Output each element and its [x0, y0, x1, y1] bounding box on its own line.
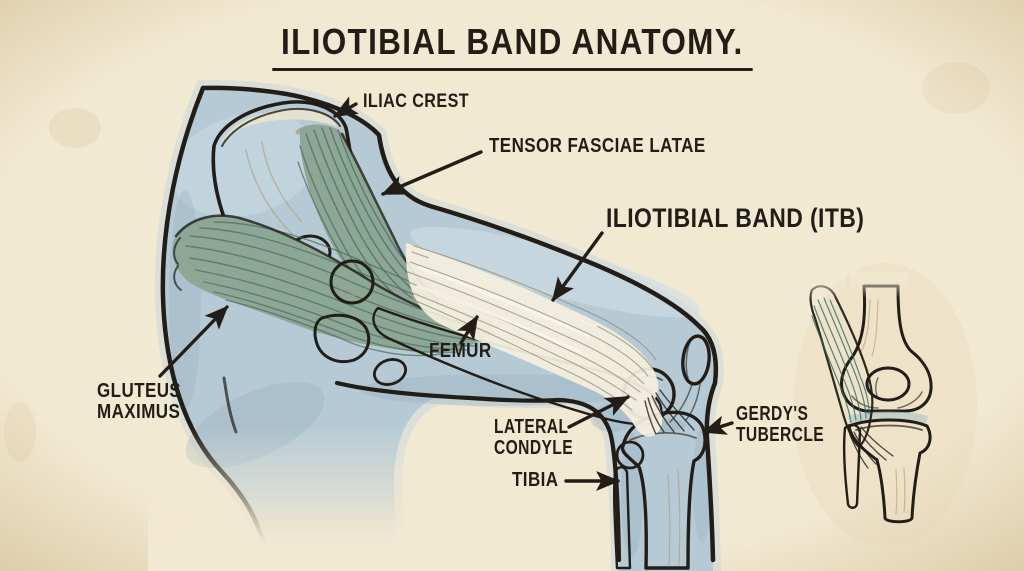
patella-bone [681, 334, 711, 386]
inset-patella [865, 366, 911, 402]
inset-joint-space [848, 411, 928, 425]
watercolor-fade [148, 425, 448, 571]
knee-inset [793, 263, 977, 547]
label-lateral-condyle: LATERAL CONDYLE [494, 416, 574, 460]
callout-arrows [158, 96, 734, 491]
page-title-text: ILIOTIBIAL BAND ANATOMY. [271, 21, 753, 71]
label-iliac-crest: ILIAC CREST [363, 91, 470, 112]
gerdys-tubercle-arrow [702, 415, 734, 435]
femoral-head [329, 259, 375, 305]
label-gerdys-tubercle: GERDY'S TUBERCLE [736, 403, 825, 447]
lateral-condyle-arrow [567, 395, 630, 429]
fibula-bone [612, 466, 632, 570]
label-gluteus-maximus: GLUTEUS MAXIMUS [97, 380, 182, 424]
tensor-fasciae-latae-arrow [381, 150, 483, 196]
iliotibial-band-shape [405, 243, 695, 437]
inset-tibia [847, 418, 932, 524]
label-tibia: TIBIA [512, 469, 559, 491]
gluteus-maximus-arrow [158, 305, 229, 378]
iliac-crest-arrow [333, 96, 360, 118]
inset-itb-band [809, 285, 894, 469]
page-title: ILIOTIBIAL BAND ANATOMY. [0, 21, 1024, 71]
iliotibial-band-arrow [551, 231, 604, 302]
main-figure [148, 79, 724, 571]
tibia-bone [615, 383, 707, 570]
femur-arrow [456, 315, 479, 345]
label-iliotibial-band: ILIOTIBIAL BAND (ITB) [606, 203, 865, 233]
ischial-bone [313, 313, 407, 386]
label-tensor-fasciae-latae: TENSOR FASCIAE LATAE [489, 135, 706, 157]
label-femur: FEMUR [429, 340, 492, 362]
